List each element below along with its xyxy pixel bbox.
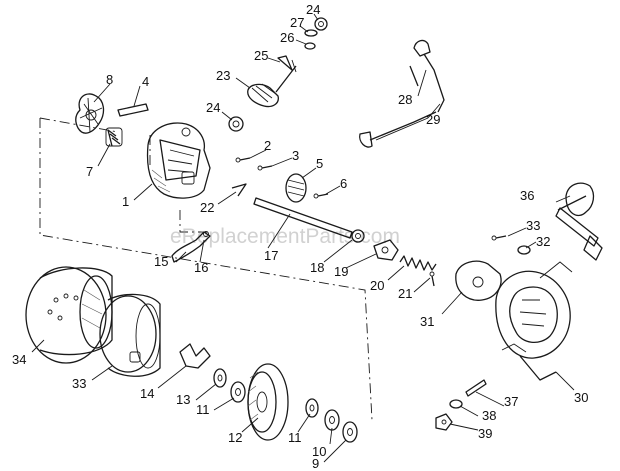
callout-20: 20 (370, 278, 384, 293)
callout-8: 8 (106, 72, 113, 87)
callout-17: 17 (264, 248, 278, 263)
callout-labels: 24 27 26 25 23 24 8 4 7 1 2 3 5 6 22 17 … (12, 2, 588, 471)
callout-9: 9 (312, 456, 319, 471)
callout-12: 12 (228, 430, 242, 445)
callout-5: 5 (316, 156, 323, 171)
part-30-housing (495, 261, 573, 381)
part-27-washer (304, 29, 318, 37)
callout-34: 33 (72, 376, 86, 391)
part-24-bearing-top (314, 17, 328, 31)
part-11-washer-right (305, 398, 319, 418)
part-31-side-plate (455, 260, 502, 301)
part-6-pin (313, 193, 329, 199)
callout-28: 28 (398, 92, 412, 107)
part-38-washer (449, 399, 463, 409)
callout-4: 4 (142, 74, 149, 89)
part-32-washer (517, 245, 531, 255)
callout-24-lower: 24 (206, 100, 220, 115)
part-34-spool (99, 293, 161, 377)
part-15-16-link-arm (171, 231, 211, 263)
callout-11-right: 11 (288, 430, 302, 445)
part-8-drag-star (75, 93, 105, 134)
callout-15: 15 (154, 254, 168, 269)
part-20-spring (399, 255, 437, 271)
part-23-pinion-gear (247, 65, 297, 108)
part-18-bearing (351, 229, 365, 243)
callout-22: 22 (200, 200, 214, 215)
part-1-reel-frame (146, 122, 211, 199)
callout-6: 6 (340, 176, 347, 191)
part-33-screw (491, 235, 507, 241)
callout-19: 19 (334, 264, 348, 279)
part-4-pin (117, 103, 149, 117)
callout-26: 26 (280, 30, 294, 45)
callout-16: 16 (194, 260, 208, 275)
callout-1: 1 (122, 194, 129, 209)
callout-3: 3 (292, 148, 299, 163)
callout-33: 33 (526, 218, 540, 233)
callout-10: 10 (312, 444, 326, 459)
part-17-main-shaft (253, 197, 353, 239)
part-3-screw (257, 165, 273, 171)
part-2-screw (235, 157, 251, 163)
part-28-29-bail-wire (359, 39, 445, 148)
callout-31: 31 (420, 314, 434, 329)
part-11-washer-left (230, 381, 246, 403)
part-10-washer (324, 409, 340, 431)
callout-32: 32 (536, 234, 550, 249)
callout-38: 38 (482, 408, 496, 423)
callout-30: 30 (574, 390, 588, 405)
callout-2: 2 (264, 138, 271, 153)
callout-36: 36 (520, 188, 534, 203)
callout-7: 7 (86, 164, 93, 179)
callout-35: 34 (12, 352, 26, 367)
part-24-bearing-lower (228, 116, 244, 132)
callout-24-top: 24 (306, 2, 320, 17)
callout-27: 27 (290, 15, 304, 30)
leader-lines (31, 13, 575, 463)
part-12-drag-disc (247, 363, 289, 441)
callout-21: 21 (398, 286, 412, 301)
part-7-spring (105, 127, 123, 147)
part-22-clip (231, 183, 247, 197)
callout-23: 23 (216, 68, 230, 83)
part-39-nut (435, 413, 453, 431)
callout-37: 37 (504, 394, 518, 409)
part-36-handle-knob (555, 182, 603, 261)
part-25-spring-clip (277, 55, 297, 73)
callout-18: 18 (310, 260, 324, 275)
part-26-washer (304, 42, 316, 50)
part-35-spool-skirt (25, 266, 113, 364)
part-9-washer (342, 421, 358, 443)
part-13-washer (213, 368, 227, 388)
callout-39: 39 (478, 426, 492, 441)
callout-13: 13 (176, 392, 190, 407)
callout-29: 29 (426, 112, 440, 127)
part-37-pin (465, 379, 487, 397)
part-21-screw (429, 271, 435, 287)
part-5-main-gear (285, 173, 307, 203)
watermark-text: eReplacementParts.com (170, 225, 400, 248)
callout-11-left: 11 (196, 402, 210, 417)
part-19-oscillating-gear (373, 239, 399, 261)
callout-25: 25 (254, 48, 268, 63)
part-14-clip (179, 343, 211, 369)
callout-14: 14 (140, 386, 154, 401)
